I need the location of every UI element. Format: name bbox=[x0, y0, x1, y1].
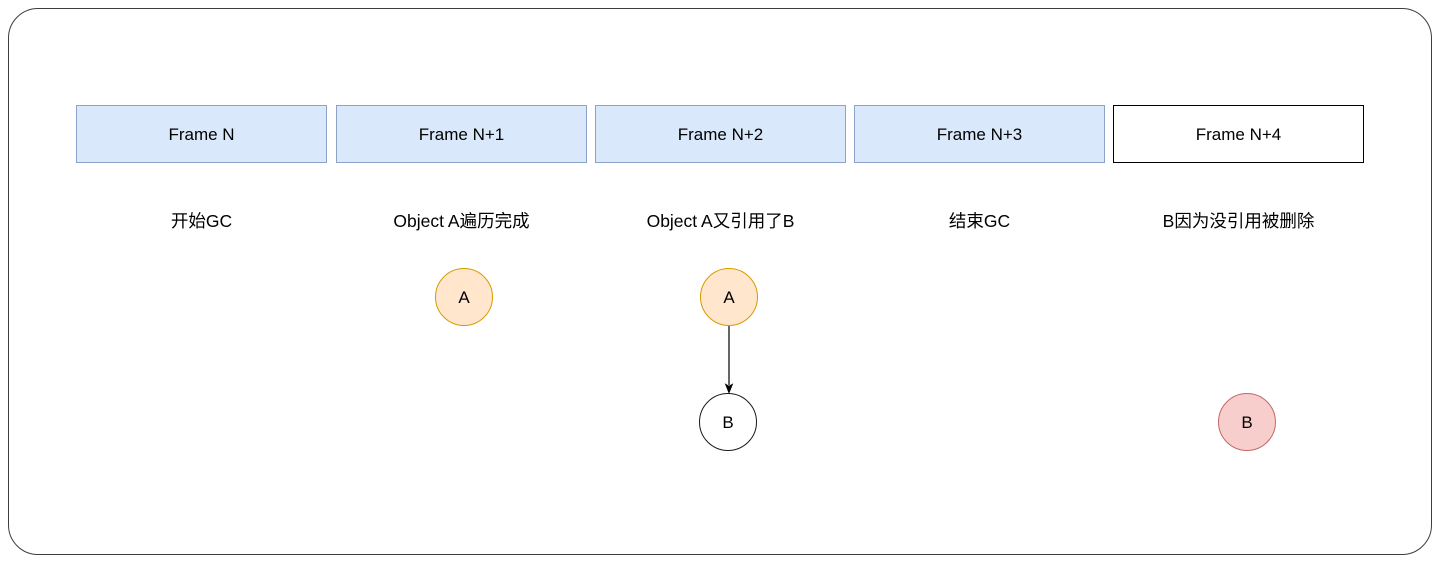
node-label: A bbox=[723, 287, 735, 307]
node-a-frame-n2: A bbox=[700, 268, 758, 326]
frame-label: Frame N+2 bbox=[677, 124, 764, 144]
caption-object-a-references-b: Object A又引用了B bbox=[646, 211, 795, 231]
caption-start-gc: 开始GC bbox=[170, 211, 233, 231]
caption-b-deleted: B因为没引用被删除 bbox=[1162, 211, 1315, 231]
edge-a-to-b-arrow bbox=[724, 326, 734, 394]
frame-box-n4: Frame N+4 bbox=[1113, 105, 1364, 163]
arrowhead-down-icon bbox=[724, 383, 734, 394]
frame-box-n2: Frame N+2 bbox=[595, 105, 846, 163]
frame-label: Frame N+4 bbox=[1195, 124, 1282, 144]
node-label: A bbox=[458, 287, 470, 307]
frame-box-n3: Frame N+3 bbox=[854, 105, 1105, 163]
frame-label: Frame N+3 bbox=[936, 124, 1023, 144]
node-a-frame-n1: A bbox=[435, 268, 493, 326]
diagram-canvas-border: Frame N Frame N+1 Frame N+2 Frame N+3 Fr… bbox=[8, 8, 1432, 555]
frame-label: Frame N+1 bbox=[418, 124, 505, 144]
caption-end-gc: 结束GC bbox=[948, 211, 1011, 231]
node-b-frame-n2: B bbox=[699, 393, 757, 451]
node-label: B bbox=[722, 412, 734, 432]
frame-label: Frame N bbox=[168, 124, 235, 144]
caption-object-a-traversed: Object A遍历完成 bbox=[393, 211, 530, 231]
node-b-frame-n4: B bbox=[1218, 393, 1276, 451]
frame-box-n1: Frame N+1 bbox=[336, 105, 587, 163]
frame-box-n: Frame N bbox=[76, 105, 327, 163]
node-label: B bbox=[1241, 412, 1253, 432]
